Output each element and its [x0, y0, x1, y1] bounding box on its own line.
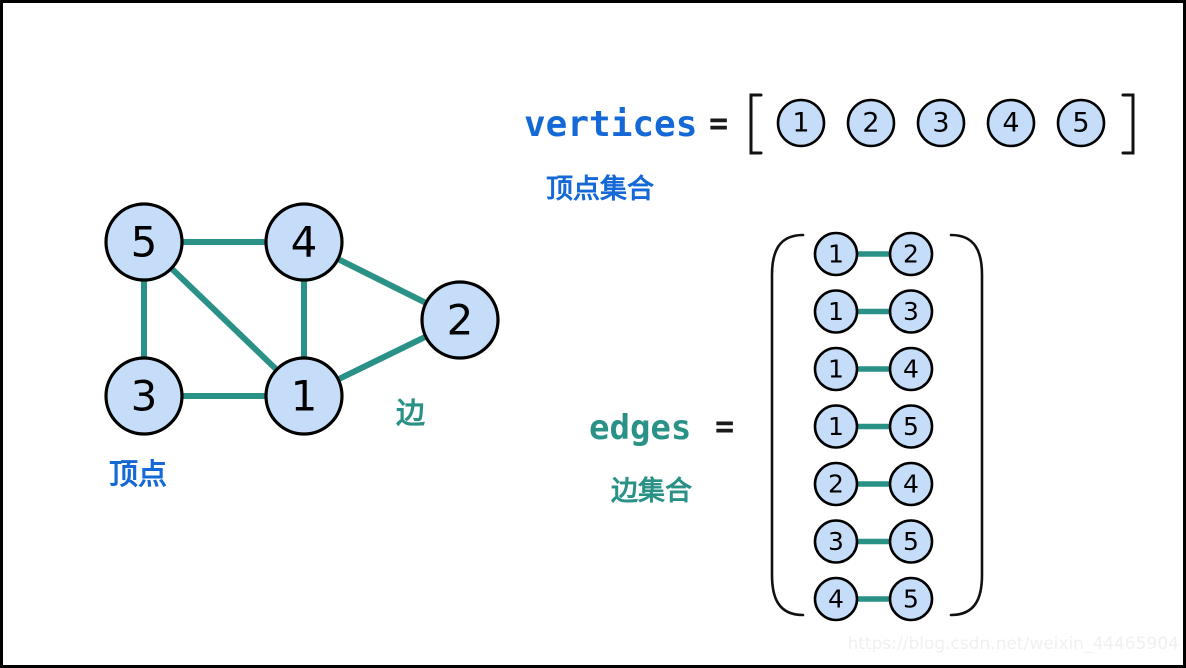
- edge-pair-right-circle: [888, 346, 934, 392]
- graph-node-circle: [104, 202, 184, 282]
- graph-node-label: 5: [131, 218, 158, 267]
- graph-node-circle: [264, 356, 344, 436]
- edge-pair-right-label: 4: [903, 470, 919, 499]
- graph-node-circle: [420, 280, 500, 360]
- vertices-item-label: 2: [862, 108, 879, 139]
- vertices-item[interactable]: 5: [1056, 98, 1106, 148]
- edge-pair-left-label: 3: [828, 527, 844, 556]
- edge-pair-right-circle: [888, 576, 934, 622]
- vertices-item[interactable]: 4: [986, 98, 1036, 148]
- graph-node-circle: [104, 356, 184, 436]
- vertices-item-label: 5: [1072, 108, 1089, 139]
- graph-edge: [333, 254, 431, 308]
- edges-name-label: edges: [589, 408, 691, 448]
- graph-node[interactable]: 3: [104, 356, 184, 436]
- edges-equals-sign: =: [715, 407, 734, 445]
- edge-pair-right-circle: [888, 289, 934, 334]
- vertices-item-circle: [776, 98, 826, 148]
- edge-pair-left-circle: [813, 289, 859, 334]
- edge-annotation-label: 边: [396, 396, 426, 430]
- edge-pair-left-circle: [813, 346, 859, 392]
- edge-pair-right-label: 4: [903, 355, 919, 384]
- vertices-item[interactable]: 2: [846, 98, 896, 148]
- edge-pair-left-label: 1: [828, 412, 844, 441]
- vertices-equals-sign: =: [709, 104, 728, 142]
- graph-node-label: 4: [291, 218, 318, 267]
- vertices-bracket-open: [749, 93, 763, 155]
- graph-node[interactable]: 1: [264, 356, 344, 436]
- edge-pair-right-label: 3: [903, 297, 919, 326]
- vertices-item-circle: [1056, 98, 1106, 148]
- graph-node-label: 3: [131, 372, 158, 421]
- vertices-bracket-close: [1121, 93, 1135, 155]
- vertices-items-group: 1 2 3 4 5: [776, 98, 1106, 148]
- edge-pair-left-circle: [813, 576, 859, 622]
- edge-pair-left-circle: [813, 404, 859, 449]
- edge-pair-left-label: 1: [828, 297, 844, 326]
- watermark-text: https://blog.csdn.net/weixin_44465904: [847, 634, 1179, 654]
- edge-pair-left-circle: [813, 461, 859, 507]
- graph-node[interactable]: 5: [104, 202, 184, 282]
- vertices-item-circle: [986, 98, 1036, 148]
- edge-pair-right-circle: [888, 231, 934, 277]
- vertices-item-label: 4: [1002, 108, 1019, 139]
- graph-node[interactable]: 4: [264, 202, 344, 282]
- edges-bracket-open: [770, 233, 805, 617]
- edge-pair-right-label: 5: [903, 585, 919, 614]
- graph-node[interactable]: 2: [420, 280, 500, 360]
- vertices-item[interactable]: 3: [916, 98, 966, 148]
- graph-node-label: 1: [291, 372, 318, 421]
- graph-edges-group: [141, 239, 431, 399]
- graph-node-circle: [264, 202, 344, 282]
- edge-pair-right-circle: [888, 461, 934, 507]
- edge-pair-left-circle: [813, 231, 859, 277]
- edge-pair-left-label: 4: [828, 585, 844, 614]
- vertices-name-label: vertices: [524, 104, 697, 145]
- edge-pair-right-label: 2: [903, 240, 919, 269]
- vertices-item[interactable]: 1: [776, 98, 826, 148]
- graph-edge: [167, 264, 281, 374]
- edge-pair-right-circle: [888, 404, 934, 449]
- edge-pair-left-label: 2: [828, 470, 844, 499]
- edges-bracket-close: [949, 233, 984, 617]
- vertices-caption: 顶点集合: [546, 173, 654, 205]
- vertices-item-circle: [916, 98, 966, 148]
- graph-nodes-group: 5 4 2 3 1: [104, 202, 500, 436]
- edge-pair-right-label: 5: [903, 527, 919, 556]
- vertices-item-circle: [846, 98, 896, 148]
- edge-pair-left-circle: [813, 519, 859, 564]
- vertices-item-label: 1: [792, 108, 809, 139]
- graph-node-label: 2: [447, 296, 474, 345]
- vertices-item-label: 3: [932, 108, 949, 139]
- edge-pair-left-label: 1: [828, 240, 844, 269]
- graph-edge: [334, 332, 430, 384]
- edge-pair-left-label: 1: [828, 355, 844, 384]
- edges-caption: 边集合: [611, 475, 692, 507]
- vertex-annotation-label: 顶点: [109, 457, 167, 491]
- edge-pair-right-label: 5: [903, 412, 919, 441]
- edge-pair-right-circle: [888, 519, 934, 564]
